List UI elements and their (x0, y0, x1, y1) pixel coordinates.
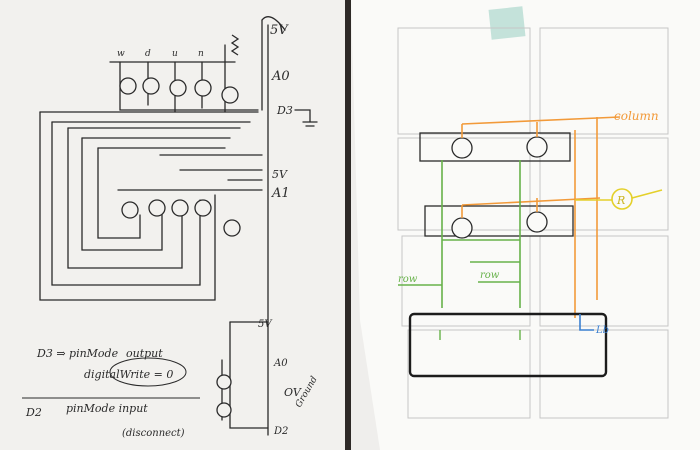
sensor-row-2 (424, 205, 574, 237)
row-wires (398, 160, 521, 308)
right-sheet-paper (351, 0, 700, 450)
label-5v-mid: 5V (272, 168, 288, 181)
label-d3: D3 (276, 104, 293, 117)
note-pinmode-input: pinMode input (66, 402, 148, 415)
ground-symbol: Lb (579, 314, 609, 336)
ldr-11 (216, 374, 232, 390)
ldr-12 (216, 402, 232, 418)
ldr-5 (221, 86, 239, 104)
resistor-circle (611, 188, 633, 210)
pencil-grid (397, 27, 669, 419)
top-letter-3: u (172, 49, 178, 59)
label-a0-top: A0 (271, 69, 290, 84)
connector-block (408, 312, 608, 378)
label-row-mid: row (480, 270, 500, 281)
rldr-4 (526, 211, 548, 233)
ldr-4 (194, 79, 212, 97)
label-resistor: R (616, 194, 625, 207)
label-5v-low: 5V (258, 319, 273, 330)
top-letter-1: w (117, 49, 125, 59)
note-circle (109, 357, 187, 387)
ldr-6 (121, 201, 139, 219)
photo-divider (345, 0, 351, 450)
label-column: column (614, 109, 659, 123)
note-d3-pinmode: D3 ⇒ pinMode (36, 347, 119, 360)
ldr-9 (194, 199, 212, 217)
label-ov: OV (284, 386, 302, 399)
top-ldr-row (119, 77, 239, 104)
ldr-7 (148, 199, 166, 217)
label-a1: A1 (271, 186, 290, 201)
ldr-8 (171, 199, 189, 217)
sensor-boxes (419, 132, 574, 237)
note-digitalwrite: digitalWrite = 0 (84, 368, 173, 381)
sensor-row-1 (419, 132, 571, 162)
bottom-ldr-row (121, 199, 241, 418)
rldr-3 (451, 217, 473, 239)
ldr-3 (169, 79, 187, 97)
resistor-zigzag (230, 34, 240, 56)
row-labels: row row (398, 270, 500, 285)
connector-ticks (439, 330, 521, 340)
rldr-2 (526, 136, 548, 158)
rldr-1 (451, 137, 473, 159)
label-a0-low: A0 (273, 358, 288, 369)
label-ground-symbol: Lb (595, 325, 609, 336)
label-d2: D2 (273, 426, 288, 437)
top-letter-2: d (145, 49, 151, 59)
note-output: output (126, 347, 163, 360)
ldr-2 (142, 77, 160, 95)
note-d2: D2 (25, 406, 42, 419)
label-5v-top: 5V (270, 23, 289, 38)
tape (488, 6, 526, 40)
yellow-resistor: R (575, 188, 663, 210)
label-row-left: row (398, 274, 418, 285)
ldr-10 (223, 219, 241, 237)
ldr-1 (119, 77, 137, 95)
top-letter-4: n (198, 49, 204, 59)
left-schematic-wires (39, 16, 318, 436)
column-wires (461, 116, 621, 318)
column-label-group: column (614, 109, 659, 123)
note-disconnect: (disconnect) (122, 428, 185, 439)
left-sheet-paper (0, 0, 345, 450)
